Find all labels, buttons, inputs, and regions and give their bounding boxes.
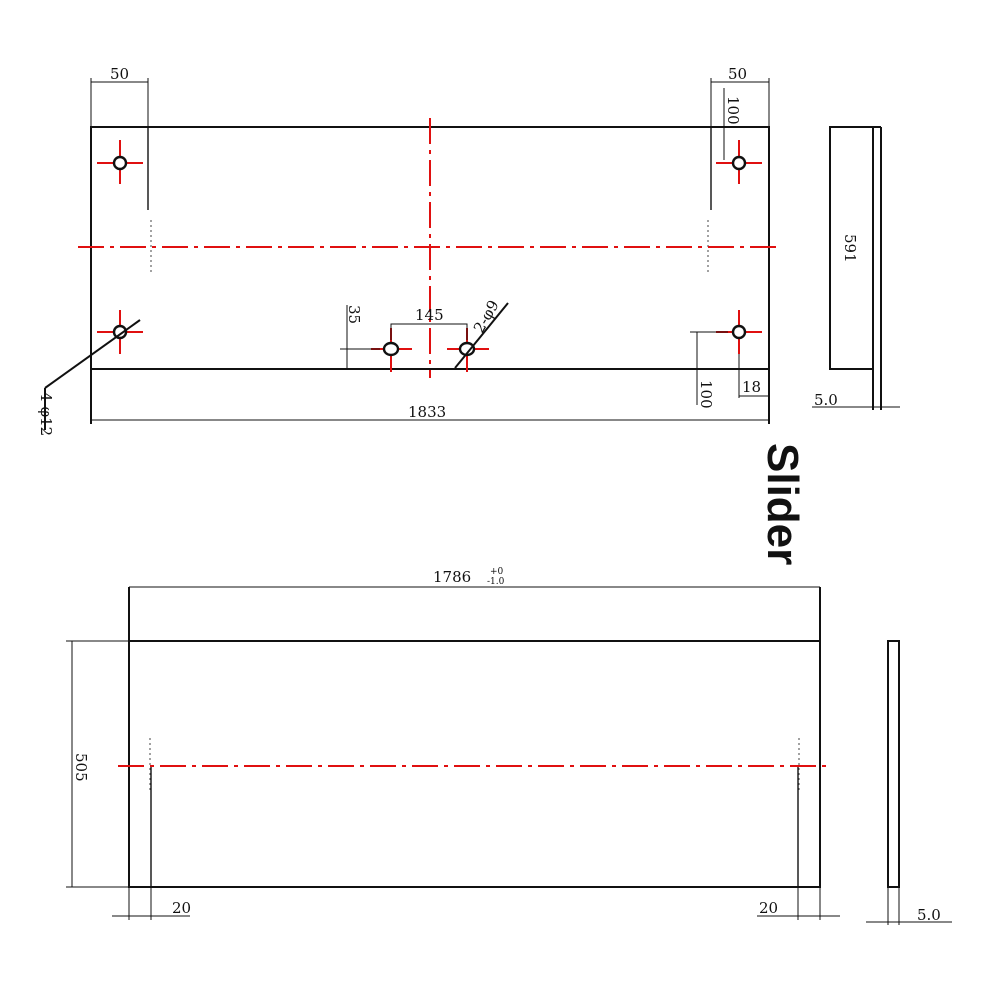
dim-tolerance-upper: +0 — [490, 567, 504, 577]
top-view: 50 50 100 — [37, 65, 900, 436]
dim-hole-spacing: 145 — [415, 306, 444, 324]
dim-thickness: 5.0 — [814, 391, 838, 409]
corner-hole-bottom-right — [716, 310, 762, 354]
dim-length: 1786 — [433, 568, 471, 586]
bottom-view: 1786 +0 -1.0 505 20 20 5.0 — [66, 567, 952, 925]
dim-right-offset: 50 — [728, 65, 747, 83]
corner-hole-top-left — [97, 140, 143, 184]
dim-left-offset-bottom: 20 — [172, 899, 191, 917]
dim-bottom-thickness: 5.0 — [917, 906, 941, 924]
bottom-side-profile — [887, 640, 900, 888]
dim-bottom-right-offset: 18 — [742, 378, 761, 396]
dim-hole-height: 35 — [345, 305, 363, 324]
dim-bottom-right-vertical: 100 — [697, 380, 715, 409]
dim-right-vertical: 100 — [724, 96, 742, 125]
dim-tolerance-lower: -1.0 — [487, 577, 505, 587]
dim-left-offset: 50 — [110, 65, 129, 83]
corner-hole-bottom-left — [97, 310, 143, 354]
bottom-plate-outline — [128, 640, 821, 888]
dim-corner-holes: 4-φ12 — [37, 392, 55, 436]
drawing-title: Slider — [758, 443, 807, 565]
dim-bottom-height: 505 — [72, 753, 90, 782]
dim-hole-spacing-line — [390, 323, 468, 340]
corner-hole-top-right — [716, 140, 762, 184]
top-side-profile — [829, 126, 874, 370]
leader-corner-holes — [44, 319, 141, 389]
dim-height: 591 — [841, 234, 859, 263]
center-hole-right — [447, 328, 489, 372]
dim-total-length: 1833 — [408, 403, 446, 421]
dim-right-offset-bottom: 20 — [759, 899, 778, 917]
leader-center-holes — [454, 302, 509, 369]
